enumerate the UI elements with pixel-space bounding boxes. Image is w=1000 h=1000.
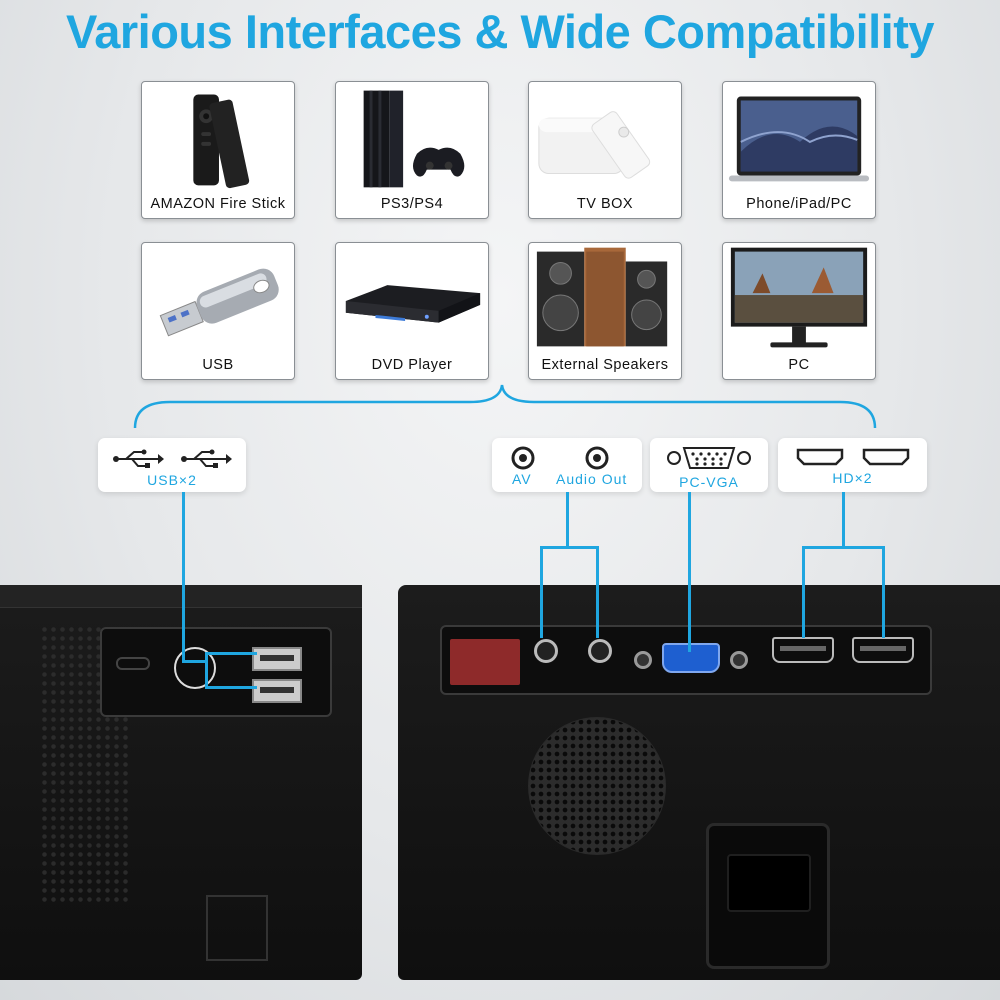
vga-connector-line: [688, 492, 691, 652]
vga-screw-left: [634, 651, 652, 669]
hdmi-connector-line: [802, 546, 805, 638]
device-card-phone-pc: Phone/iPad/PC: [722, 81, 876, 219]
usb-a-port-1: [252, 647, 302, 671]
device-label: External Speakers: [541, 357, 669, 373]
power-socket: [706, 823, 830, 969]
page-title: Various Interfaces & Wide Compatibility: [65, 5, 935, 58]
device-label: AMAZON Fire Stick: [150, 196, 286, 212]
usb-connector-line: [205, 652, 257, 655]
device-label: PS3/PS4: [380, 196, 444, 212]
usb-a-port-2: [252, 679, 302, 703]
device-label: TV BOX: [576, 196, 634, 212]
audio-port-label-box: AV Audio Out: [492, 438, 642, 492]
usb-symbol-icon: [181, 449, 232, 468]
audio-connector-line: [596, 546, 599, 638]
projector-left: [0, 585, 362, 980]
av-label: AV: [512, 471, 532, 487]
hdmi-port-icon: [862, 448, 910, 466]
hdmi-port-2: [852, 637, 914, 663]
hdmi-connector-line: [882, 546, 885, 638]
hdmi-port-label-box: HD×2: [778, 438, 927, 492]
device-card-dvd: DVD Player: [335, 242, 489, 380]
device-label: USB: [202, 357, 234, 373]
usb-connector-line: [182, 660, 206, 663]
projector-top-strip: [0, 585, 362, 608]
vga-port-label-box: PC-VGA: [650, 438, 768, 492]
usb-drive-icon: [159, 268, 279, 337]
usb-symbol-icon: [113, 449, 164, 468]
av-jack-icon: [511, 446, 535, 470]
hdmi-label: HD×2: [832, 470, 873, 486]
vga-label: PC-VGA: [679, 474, 739, 490]
usb-c-port: [116, 657, 150, 670]
vga-port-icon: [667, 447, 751, 469]
speakers-icon: [536, 247, 668, 347]
corner-bracket-mark: [206, 895, 268, 961]
fire-stick-remote-icon: [193, 94, 250, 189]
dvd-player-icon: [345, 285, 481, 323]
game-console-icon: [363, 90, 465, 188]
device-card-speakers: External Speakers: [528, 242, 682, 380]
usb-port-label-box: USB×2: [98, 438, 246, 492]
device-card-usb: USB: [141, 242, 295, 380]
usb-connector-line: [205, 652, 208, 688]
ir-receiver-window: [450, 639, 520, 685]
audio-out-label: Audio Out: [556, 471, 628, 487]
hdmi-connector-line: [842, 492, 845, 548]
device-card-ps: PS3/PS4: [335, 81, 489, 219]
audio-out-jack-icon: [585, 446, 609, 470]
audio-out-jack: [588, 639, 612, 663]
audio-connector-line: [566, 492, 569, 548]
vga-port: [662, 643, 720, 673]
usb-connector-line: [182, 492, 185, 662]
port-circle-marker: [174, 647, 216, 689]
device-card-fire-stick: AMAZON Fire Stick: [141, 81, 295, 219]
hdmi-port-1: [772, 637, 834, 663]
usb-port-label: USB×2: [147, 472, 197, 488]
device-label: DVD Player: [371, 357, 453, 373]
laptop-icon: [728, 96, 870, 182]
device-card-pc: PC: [722, 242, 876, 380]
projector-right: [398, 585, 1000, 980]
speaker-grille: [528, 717, 666, 855]
hdmi-connector-line: [802, 546, 884, 549]
usb-connector-line: [205, 686, 257, 689]
rear-port-panel: [440, 625, 932, 695]
vga-screw-right: [730, 651, 748, 669]
hdmi-port-icon: [796, 448, 844, 466]
audio-connector-line: [540, 546, 598, 549]
monitor-icon: [730, 247, 868, 348]
brace-connector: [133, 384, 877, 429]
av-jack: [534, 639, 558, 663]
audio-connector-line: [540, 546, 543, 638]
device-label: PC: [788, 357, 810, 373]
tv-box-icon: [538, 111, 651, 179]
device-label: Phone/iPad/PC: [746, 196, 852, 212]
device-card-tv-box: TV BOX: [528, 81, 682, 219]
usb-port-panel: [100, 627, 332, 717]
